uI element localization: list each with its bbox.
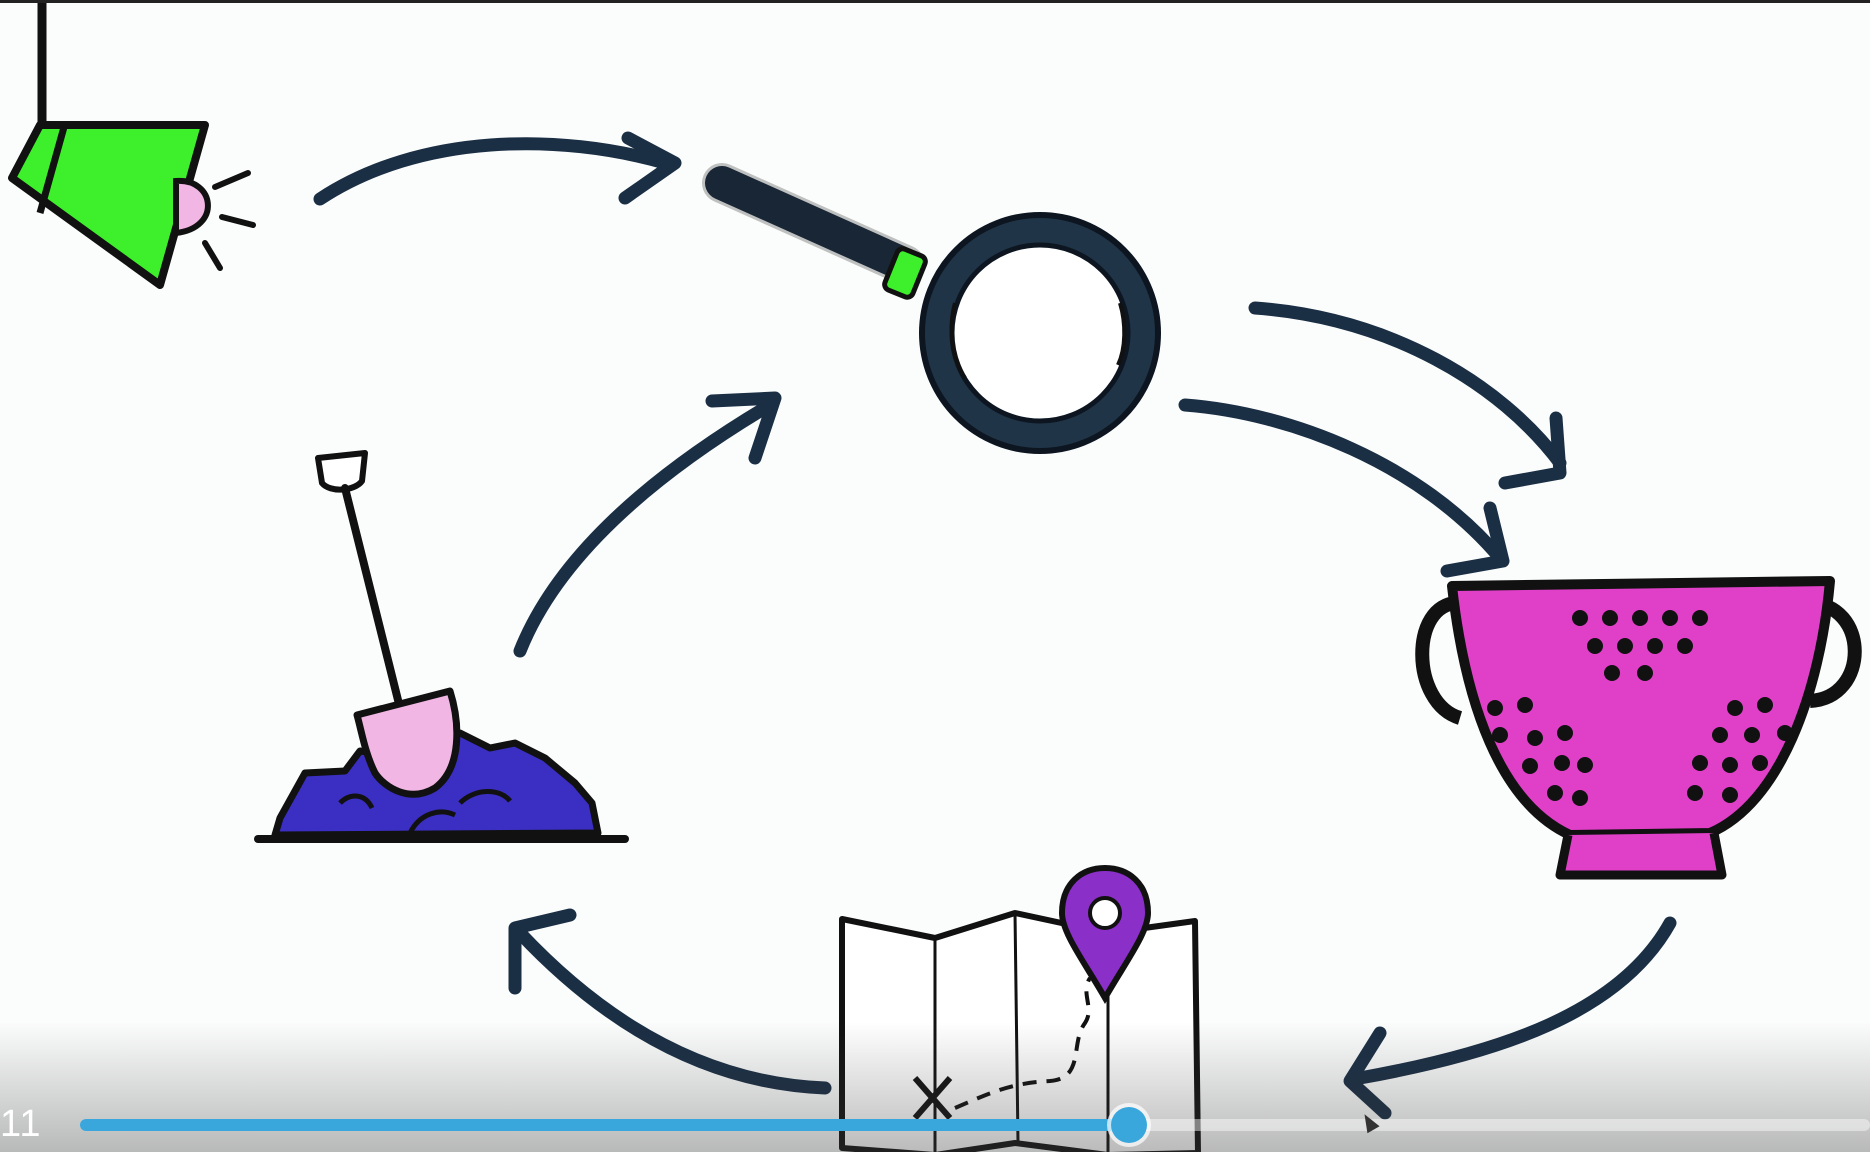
treasure-map-icon [842, 868, 1198, 1152]
elapsed-time: 11 [0, 1103, 41, 1146]
shovel-icon [258, 453, 625, 839]
seek-thumb[interactable] [1111, 1107, 1147, 1143]
arrow-spotlight-to-magnifier [320, 144, 665, 199]
illustration-canvas [0, 3, 1870, 1152]
arrow-map-to-shovel [520, 933, 825, 1088]
magnifying-glass-icon [722, 183, 1158, 451]
arrow-magnifier-to-colander-outer [1255, 308, 1560, 463]
seek-bar[interactable] [80, 1119, 1870, 1131]
arrow-magnifier-to-colander-inner [1185, 405, 1500, 558]
spotlight-icon [12, 3, 253, 285]
arrow-colander-to-map [1360, 923, 1670, 1078]
colander-icon [1422, 581, 1855, 875]
seek-bar-progress [80, 1119, 1129, 1131]
arrow-shovel-to-magnifier [520, 408, 765, 651]
